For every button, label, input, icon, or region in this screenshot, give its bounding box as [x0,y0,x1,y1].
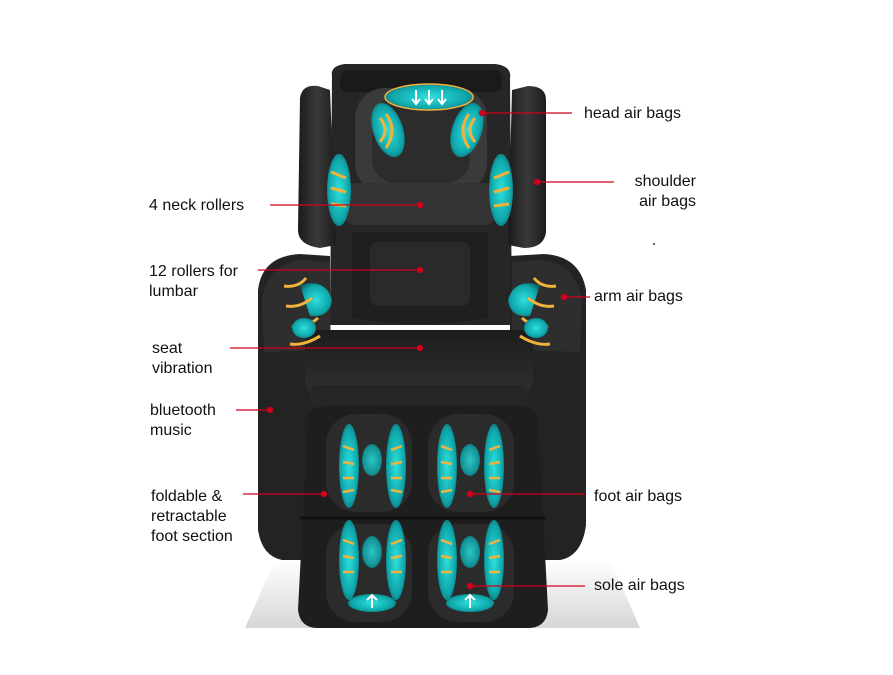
callout-foot-air-bags [466,490,585,498]
airbag-icon [450,102,484,158]
label-bluetooth-line1: bluetooth [150,402,216,419]
label-foldable-line1: foldable & [151,488,223,505]
label-lumbar-rollers: 12 rollers for lumbar [149,262,238,302]
callout-foldable [243,490,328,498]
up-arrow-icon [464,593,476,608]
label-shoulder-line1: shoulder [634,173,696,190]
label-seat-line2: vibration [152,360,213,377]
airbag-icon [339,520,359,600]
airbag-icon [386,520,406,600]
airbag-icon [460,444,480,476]
airbag-icon [460,536,480,568]
callout-sole-air-bags [466,582,585,590]
airbag-icon [489,154,513,226]
callout-head-air-bags [478,109,572,117]
airbag-icon [371,102,405,158]
up-arrow-icon [366,593,378,608]
sole-airbags [348,593,494,612]
airbag-icon [484,520,504,600]
airbag-icon [327,154,351,226]
label-arm-air-bags: arm air bags [594,288,683,305]
seat-cushion [305,330,533,395]
airbag-icon [437,424,457,508]
callout-lumbar [258,266,424,274]
callout-neck-rollers [270,201,424,209]
lumbar-mesh [370,242,470,306]
callout-lines [230,109,614,590]
label-head-air-bags: head air bags [584,105,681,122]
airbag-icon [484,424,504,508]
airbag-icon [283,277,332,346]
label-lumbar-line1: 12 rollers for [149,263,238,280]
head-airbag-icon [384,83,474,111]
backrest-top-band [340,70,502,92]
label-foldable-foot-section: foldable & retractable foot section [151,487,233,547]
label-seat-vibration: seat vibration [152,339,212,379]
airbag-icon [508,277,557,346]
left-wing [298,85,336,248]
label-sole-air-bags: sole air bags [594,577,685,594]
callout-seat-vibration [230,344,424,352]
seat-front [310,385,528,407]
callout-shoulder [533,178,614,186]
label-foldable-line2: retractable [151,508,227,525]
label-neck-rollers: 4 neck rollers [149,197,245,214]
label-foldable-line3: foot section [151,528,233,545]
stray-dot [653,243,655,245]
airbag-icon [362,536,382,568]
airbag-icon [362,444,382,476]
label-shoulder-air-bags: shoulder air bags [606,172,696,212]
label-bluetooth-music: bluetooth music [150,401,216,441]
label-shoulder-line2: air bags [639,193,696,210]
callout-arm-air-bags [560,293,590,301]
airbag-icon [386,424,406,508]
right-wing [508,86,546,248]
callout-bluetooth [236,406,274,414]
label-lumbar-line2: lumbar [149,283,198,300]
label-foot-air-bags: foot air bags [594,488,683,505]
airbag-icon [437,520,457,600]
label-seat-line1: seat [152,340,183,357]
label-bluetooth-line2: music [150,422,192,439]
airbag-icon [339,424,359,508]
foot-airbags [339,424,504,600]
